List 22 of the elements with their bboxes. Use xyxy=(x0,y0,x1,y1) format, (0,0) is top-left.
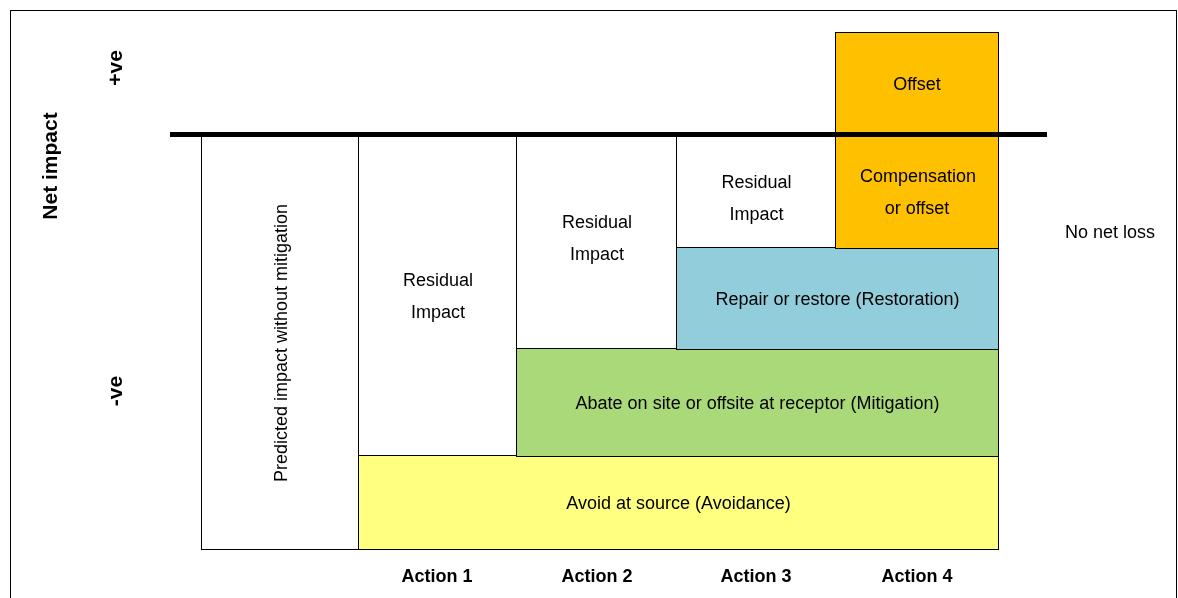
axis-label: -ve xyxy=(102,375,128,407)
column-label: Action 2 xyxy=(561,564,633,588)
column-label: Action 1 xyxy=(401,564,473,588)
box-text: Residual Impact xyxy=(401,269,474,324)
box-text: Residual Impact xyxy=(720,171,793,226)
box-text: Repair or restore (Restoration) xyxy=(714,287,961,311)
axis-label: +ve xyxy=(102,50,128,86)
box-text: Compensation or offset xyxy=(859,165,978,220)
box-text: Predicted impact without mitigation xyxy=(269,203,292,482)
impact-box xyxy=(835,135,999,249)
column-label: Action 3 xyxy=(720,564,792,588)
box-text: Avoid at source (Avoidance) xyxy=(565,491,792,515)
impact-box xyxy=(201,135,360,550)
impact-box xyxy=(516,348,999,457)
annotation-text: No net loss xyxy=(1065,220,1155,244)
axis-label: Net impact xyxy=(37,112,63,220)
box-text: Offset xyxy=(892,73,942,96)
impact-box xyxy=(676,247,999,350)
box-text: Abate on site or offsite at receptor (Mitigation) xyxy=(574,391,941,415)
column-label: Action 4 xyxy=(881,564,953,588)
impact-box xyxy=(358,455,999,550)
box-text: Residual Impact xyxy=(560,211,633,266)
